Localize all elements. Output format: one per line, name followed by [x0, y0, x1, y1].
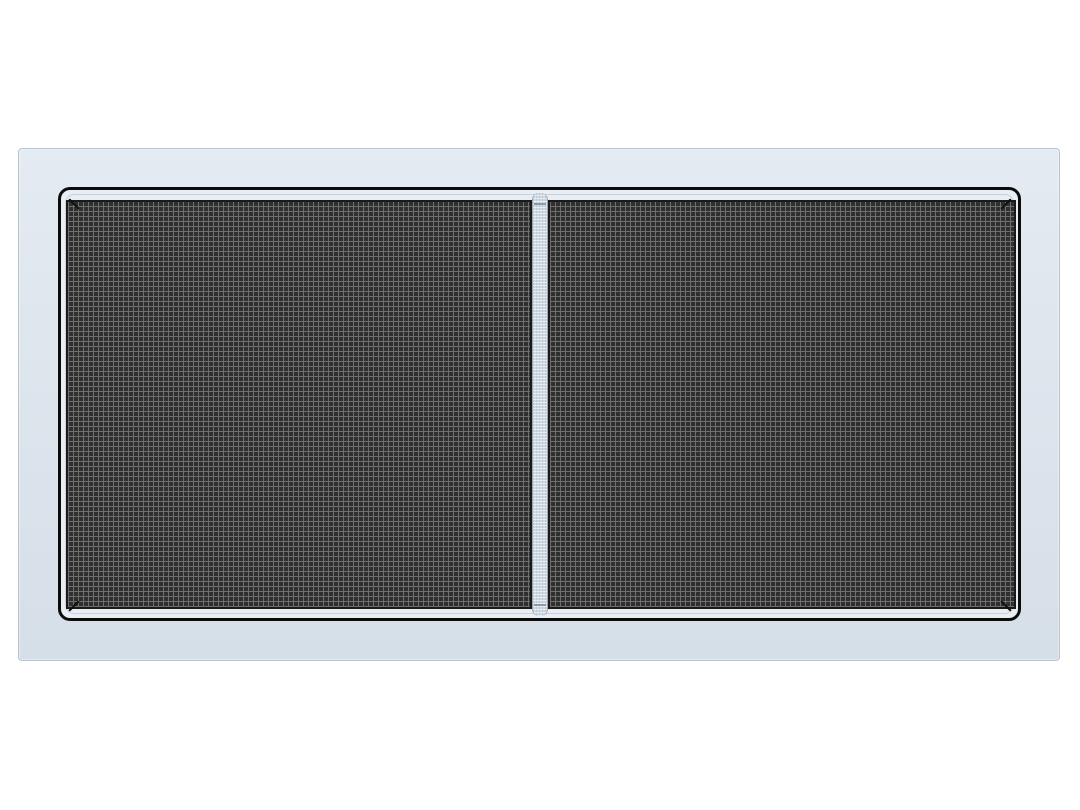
divider-notch-top — [534, 203, 546, 205]
center-divider-bar — [532, 193, 548, 616]
divider-notch-bottom — [534, 604, 546, 606]
left-screen-panel — [66, 200, 532, 609]
right-screen-panel — [548, 200, 1016, 609]
